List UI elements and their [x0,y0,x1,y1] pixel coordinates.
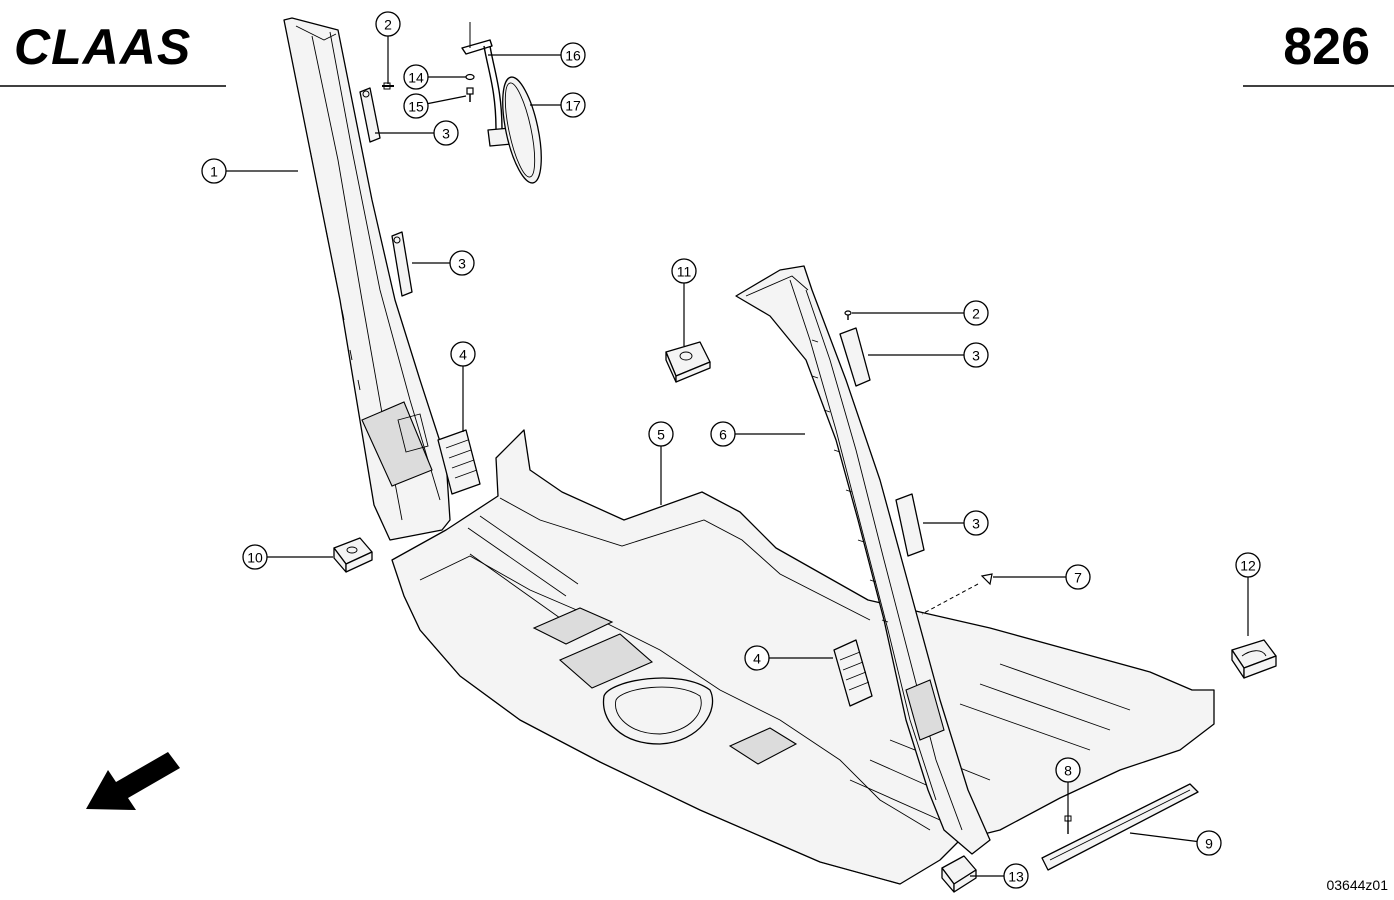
callout-number: 12 [1240,558,1256,574]
part-13-rubber-bumper [941,855,977,893]
callout-circle [1196,830,1222,856]
drawing-number: 03644z01 [1326,877,1388,893]
callout-number: 7 [1074,570,1082,586]
callout-17: 17 [530,92,586,118]
callout-number: 4 [753,651,761,667]
callout-circle [560,42,586,68]
callout-circle [449,250,475,276]
part-2-screw-top [382,82,394,90]
callout-number: 3 [458,256,466,272]
part-4-vent-grille-right [833,639,873,707]
callout-number: 5 [657,427,665,443]
callout-circle [433,120,459,146]
part-11-mounting-block [665,341,711,383]
callout-12: 12 [1235,552,1261,636]
part-12-clip [1231,639,1277,679]
part-1-left-pillar-trim [283,17,451,541]
callout-number: 6 [719,427,727,443]
part-17-mirror [502,76,542,184]
part-4-vent-grille-left [437,429,481,495]
callout-14: 14 [403,64,466,90]
page-number: 826 [1283,18,1370,76]
callout-circle [963,300,989,326]
callout-circle [710,421,736,447]
callout-circle [963,342,989,368]
callout-number: 11 [677,264,692,280]
callout-number: 2 [972,306,980,322]
callout-circle [1055,757,1081,783]
part-5-floor-trim [391,429,1215,885]
callout-number: 3 [972,348,980,364]
callout-number: 14 [408,70,424,86]
callout-number: 9 [1205,836,1213,852]
callout-number: 15 [408,99,424,115]
callout-4: 4 [450,341,476,432]
callout-number: 2 [384,17,392,33]
callout-4: 4 [744,645,833,671]
callout-3: 3 [375,120,459,146]
callout-5: 5 [648,421,674,505]
part-7-screw [921,573,993,615]
callout-circle [671,258,697,284]
callout-circle [242,544,268,570]
callout-circle [403,64,429,90]
callout-circle [560,92,586,118]
callout-2: 2 [375,11,401,84]
callout-circle [375,11,401,37]
callout-circle [963,510,989,536]
callout-11: 11 [671,258,697,346]
callout-circle [450,341,476,367]
callout-9: 9 [1129,830,1222,856]
part-14-washer [465,73,475,81]
callout-16: 16 [488,42,586,68]
callout-1: 1 [201,158,298,184]
callout-number: 10 [247,550,263,566]
callout-number: 16 [565,48,581,64]
callout-leader-line [427,95,467,105]
callout-6: 6 [710,421,805,447]
callout-number: 3 [972,516,980,532]
callout-circle [1003,863,1029,889]
callout-number: 8 [1064,763,1072,779]
part-3-clip-upper-right [839,327,871,387]
part-3-clip-mid-left [391,231,413,297]
callout-number: 1 [210,164,218,180]
part-15-bolt [466,87,474,102]
callout-13: 13 [970,863,1029,889]
callout-number: 4 [459,347,467,363]
callout-circle [403,93,429,119]
part-6-right-pillar-trim [735,265,991,855]
callout-10: 10 [242,544,333,570]
callout-7: 7 [993,564,1091,590]
callout-circle [1065,564,1091,590]
callout-circle [1235,552,1261,578]
part-3-clip-upper-left [359,87,381,143]
callout-15: 15 [403,93,467,119]
callout-circle [744,645,770,671]
callout-number: 17 [565,98,581,114]
callout-circle [201,158,227,184]
brand-logo: CLAAS [14,19,191,75]
part-2-screw-right [844,310,852,320]
callout-number: 3 [442,126,450,142]
callout-leader-line [1129,832,1198,843]
callout-3: 3 [923,510,989,536]
callout-3: 3 [412,250,475,276]
part-3-clip-lower-right [895,493,925,557]
direction-arrow-icon [86,752,180,810]
callout-3: 3 [868,342,989,368]
callout-8: 8 [1055,757,1081,820]
callout-2: 2 [852,300,989,326]
part-10-mounting-block [333,537,373,573]
callout-circle [648,421,674,447]
callout-number: 13 [1008,869,1024,885]
part-9-trim-strip [1041,783,1199,871]
